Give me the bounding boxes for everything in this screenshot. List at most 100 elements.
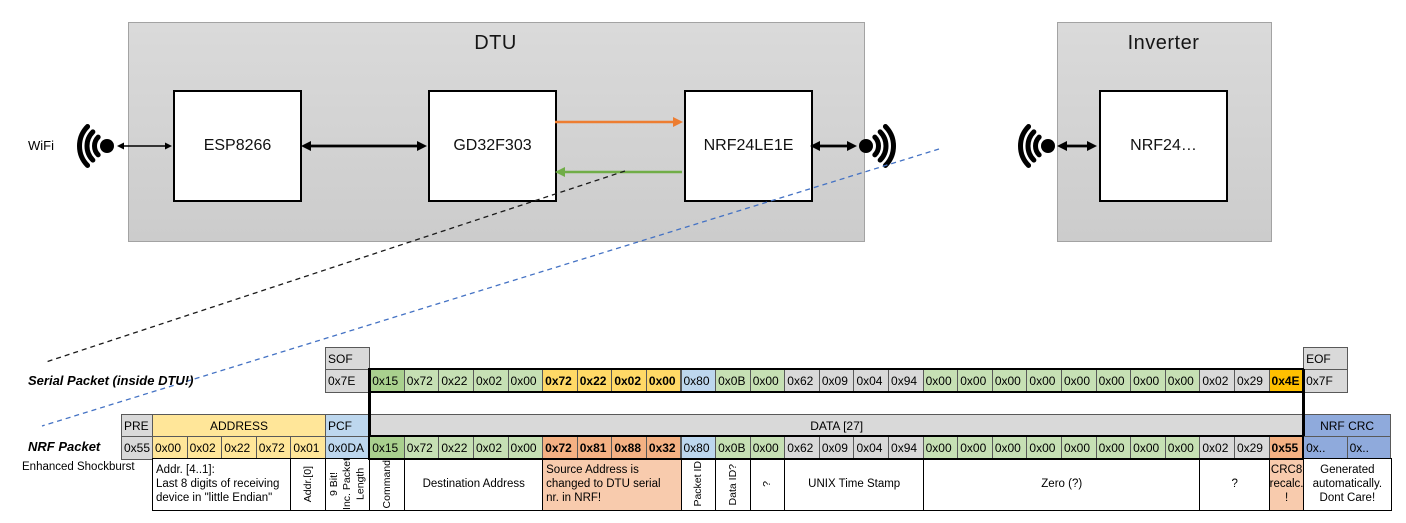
serial-byte-cell: 0x02 [1199, 369, 1235, 393]
pcf-header: PCF [325, 414, 371, 438]
nrf-byte-cell: 0x88 [611, 436, 647, 460]
serial-byte-cell: 0x80 [680, 369, 717, 393]
nrf-byte-cell: 0x02 [1199, 436, 1235, 460]
nrf-byte-cell: 0x00 [1095, 436, 1132, 460]
serial-byte-cell: 0x09 [818, 369, 855, 393]
nrf-byte-cell: 0x22 [438, 436, 474, 460]
nrf-byte-cell: 0x00 [1130, 436, 1166, 460]
nrf-crc-byte: 0x.. [1346, 436, 1392, 460]
nrf-byte-cell: 0x00 [922, 436, 959, 460]
serial-byte-cell: 0x02 [611, 369, 647, 393]
annotation-cell: Data ID? [715, 458, 752, 511]
rotated-label: ? [761, 481, 774, 488]
nrf-byte-cell: 0x0B [715, 436, 751, 460]
nrf-byte-cell: 0x09 [818, 436, 855, 460]
nrf-byte-cell: 0x15 [369, 436, 405, 460]
nrf-pcf-byte: 0x0DA [325, 436, 371, 460]
serial-byte-cell: 0x00 [991, 369, 1028, 393]
serial-byte-cell: 0x00 [507, 369, 544, 393]
annotation-cell: Zero (?) [922, 458, 1201, 511]
nrf-byte-cell: 0x00 [1026, 436, 1062, 460]
serial-packet-label: Serial Packet (inside DTU!) [28, 373, 194, 388]
annotation-cell: CRC8 recalc. ! [1268, 458, 1305, 511]
annotation-cell: Generated automatically. Dont Care! [1303, 458, 1392, 511]
annotation-cell: Command [369, 458, 406, 511]
nrf-crc-header: NRF CRC [1303, 414, 1392, 438]
nrf-byte-cell: 0x00 [507, 436, 544, 460]
nrf-packet-label: NRF Packet [28, 439, 101, 454]
annotation-cell: Addr. [4..1]: Last 8 digits of receiving… [152, 458, 292, 511]
nrf-byte-cell: 0x80 [680, 436, 717, 460]
nrf-byte-cell: 0x00 [1164, 436, 1201, 460]
rotated-label: Command [380, 460, 393, 509]
nrf-byte-cell: 0x00 [749, 436, 786, 460]
nrf-crc-byte: 0x.. [1303, 436, 1348, 460]
nrf-byte-cell: 0x29 [1233, 436, 1270, 460]
component-nrf24le1e: NRF24LE1E [684, 90, 813, 202]
nrf-byte-cell: 0x72 [403, 436, 440, 460]
sof-header: SOF [325, 347, 371, 371]
serial-byte-cell: 0x15 [369, 369, 405, 393]
serial-byte-cell: 0x00 [1026, 369, 1062, 393]
annotation-cell: ? [1199, 458, 1271, 511]
nrf-byte-cell: 0x00 [957, 436, 993, 460]
pre-header: PRE [121, 414, 153, 438]
nrf-byte-cell: 0x55 [1268, 436, 1305, 460]
nrf-address-byte: 0x00 [152, 436, 188, 460]
serial-byte-cell: 0x04 [853, 369, 890, 393]
enhanced-shockburst-label: Enhanced Shockburst [22, 461, 135, 473]
annotation-cell: Destination Address [403, 458, 544, 511]
serial-byte-cell: 0x00 [645, 369, 682, 393]
nrf-address-byte: 0x72 [255, 436, 292, 460]
nrf-byte-cell: 0x04 [853, 436, 890, 460]
serial-byte-cell: 0x00 [1164, 369, 1201, 393]
wifi-label: WiFi [28, 138, 54, 153]
inverter-antenna-icon [1018, 124, 1055, 168]
nrf-byte-cell: 0x72 [542, 436, 578, 460]
serial-byte-cell: 0x00 [1130, 369, 1166, 393]
rotated-label: Addr.[0] [301, 466, 314, 503]
nrf-byte-cell: 0x00 [1061, 436, 1097, 460]
eof-header: EOF [1303, 347, 1348, 371]
serial-sof-byte: 0x7E [325, 369, 371, 393]
serial-byte-cell: 0x00 [1095, 369, 1132, 393]
annotation-cell: 9 Bit! Inc. Packet Length [325, 458, 371, 511]
serial-byte-cell: 0x22 [438, 369, 474, 393]
serial-byte-cell: 0x29 [1233, 369, 1270, 393]
serial-byte-cell: 0x72 [403, 369, 440, 393]
component-inverter-nrf24: NRF24… [1099, 90, 1228, 202]
serial-byte-cell: 0x00 [922, 369, 959, 393]
serial-eof-byte: 0x7F [1303, 369, 1348, 393]
wifi-icon [77, 124, 114, 168]
serial-byte-cell: 0x00 [749, 369, 786, 393]
component-esp8266: ESP8266 [173, 90, 302, 202]
serial-byte-cell: 0x00 [1061, 369, 1097, 393]
nrf-address-byte: 0x02 [186, 436, 223, 460]
address-header: ADDRESS [152, 414, 326, 438]
annotation-cell: ? [749, 458, 786, 511]
annotation-cell: UNIX Time Stamp [784, 458, 925, 511]
annotation-cell: Addr.[0] [290, 458, 327, 511]
serial-byte-cell: 0x72 [542, 369, 578, 393]
component-gd32f303: GD32F303 [428, 90, 557, 202]
rotated-label: Packet ID [691, 461, 704, 508]
data-header: DATA [27] [369, 414, 1305, 438]
rotated-label: Data ID? [726, 463, 739, 505]
rotated-label: 9 Bit! Inc. Packet Length [328, 458, 367, 511]
nrf-address-byte: 0x22 [221, 436, 257, 460]
serial-byte-cell: 0x94 [888, 369, 924, 393]
nrf-byte-cell: 0x02 [472, 436, 509, 460]
nrf-byte-cell: 0x00 [991, 436, 1028, 460]
nrf-byte-cell: 0x32 [645, 436, 682, 460]
nrf-byte-cell: 0x94 [888, 436, 924, 460]
serial-byte-cell: 0x62 [784, 369, 820, 393]
annotation-cell: Packet ID [680, 458, 717, 511]
inverter-title: Inverter [1127, 32, 1200, 54]
nrf-address-byte: 0x01 [290, 436, 326, 460]
serial-byte-cell: 0x0B [715, 369, 751, 393]
serial-byte-cell: 0x02 [472, 369, 509, 393]
nrf-byte-cell: 0x62 [784, 436, 820, 460]
serial-byte-cell: 0x00 [957, 369, 993, 393]
nrf-byte-cell: 0x81 [576, 436, 613, 460]
